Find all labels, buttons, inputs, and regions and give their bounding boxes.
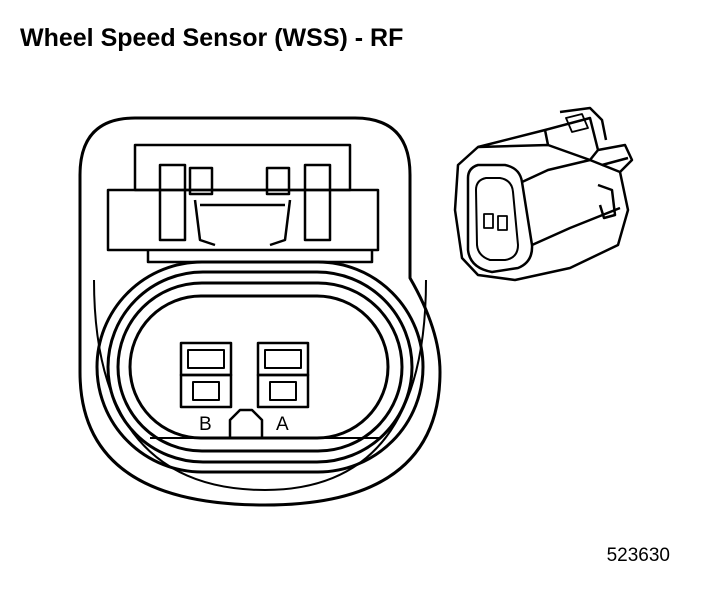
pin-label-a: A bbox=[276, 414, 289, 435]
connector-face-view bbox=[78, 116, 442, 507]
pin-label-b: B bbox=[199, 414, 212, 435]
connector-housing-outline bbox=[78, 116, 442, 507]
connector-isometric-view bbox=[453, 106, 634, 282]
seal-rings bbox=[95, 260, 425, 474]
latch-tab bbox=[106, 143, 380, 264]
diagram-title: Wheel Speed Sensor (WSS) - RF bbox=[20, 24, 404, 52]
terminal-cavity-a bbox=[256, 341, 310, 409]
polarizing-key bbox=[228, 408, 264, 438]
terminal-cavity-b bbox=[179, 341, 233, 409]
figure-number: 523630 bbox=[606, 545, 670, 566]
